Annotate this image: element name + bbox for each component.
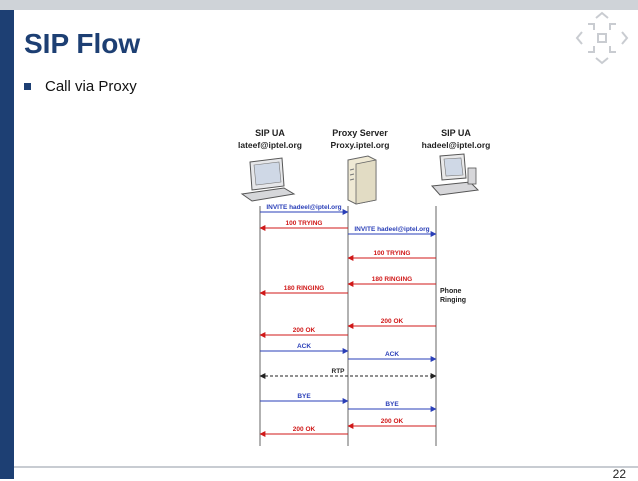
page-number: 22 xyxy=(612,467,626,481)
message-label: BYE xyxy=(385,401,399,408)
message-label: 100 TRYING xyxy=(286,220,323,227)
message-8: ACK xyxy=(260,343,349,354)
message-7: 200 OK xyxy=(259,327,348,338)
sip-call-flow-diagram: SIP UA lateef@iptel.org Proxy Server Pro… xyxy=(238,128,491,446)
bullet-item: Call via Proxy xyxy=(24,78,137,95)
message-11: BYE xyxy=(260,393,349,404)
server-icon xyxy=(347,155,377,205)
message-13: 200 OK xyxy=(347,418,436,429)
top-bar xyxy=(0,0,638,10)
message-0: INVITE hadeel@iptel.org xyxy=(260,204,349,215)
slide-title: SIP Flow xyxy=(24,28,141,59)
entity-name-callee: SIP UA xyxy=(441,128,471,138)
message-12: BYE xyxy=(348,401,437,412)
message-label: INVITE hadeel@iptel.org xyxy=(266,204,341,211)
message-10: RTP xyxy=(259,368,437,379)
message-label: 100 TRYING xyxy=(374,250,411,257)
bullet-text: Call via Proxy xyxy=(45,78,137,95)
message-14: 200 OK xyxy=(259,426,348,437)
message-label: 180 RINGING xyxy=(284,285,324,292)
entity-address-callee: hadeel@iptel.org xyxy=(422,140,491,150)
message-label: ACK xyxy=(385,351,399,358)
left-accent-bar xyxy=(0,10,14,479)
message-label: 200 OK xyxy=(381,318,404,325)
entity-name-proxy: Proxy Server xyxy=(332,128,388,138)
message-label: RTP xyxy=(332,368,346,375)
message-2: INVITE hadeel@iptel.org xyxy=(348,226,437,237)
message-label: 200 OK xyxy=(293,426,316,433)
message-9: ACK xyxy=(348,351,437,362)
phone-ringing-note-line2: Ringing xyxy=(440,297,466,304)
message-3: 100 TRYING xyxy=(347,250,436,261)
phone-ringing-note-line1: Phone xyxy=(440,288,461,295)
network-logo-icon xyxy=(575,11,629,65)
message-4: 180 RINGING xyxy=(347,276,436,287)
entity-address-proxy: Proxy.iptel.org xyxy=(331,140,390,150)
entity-address-caller: lateef@iptel.org xyxy=(238,140,302,150)
message-label: 200 OK xyxy=(381,418,404,425)
message-6: 200 OK xyxy=(347,318,436,329)
footer-divider xyxy=(14,466,638,468)
laptop-icon xyxy=(240,157,296,202)
desktop-computer-icon xyxy=(430,153,480,196)
message-label: ACK xyxy=(297,343,311,350)
square-bullet-icon xyxy=(24,83,31,90)
message-label: BYE xyxy=(297,393,311,400)
message-1: 100 TRYING xyxy=(259,220,348,231)
message-5: 180 RINGING xyxy=(259,285,348,296)
message-label: 180 RINGING xyxy=(372,276,412,283)
entity-name-caller: SIP UA xyxy=(255,128,285,138)
message-label: INVITE hadeel@iptel.org xyxy=(354,226,429,233)
message-label: 200 OK xyxy=(293,327,316,334)
